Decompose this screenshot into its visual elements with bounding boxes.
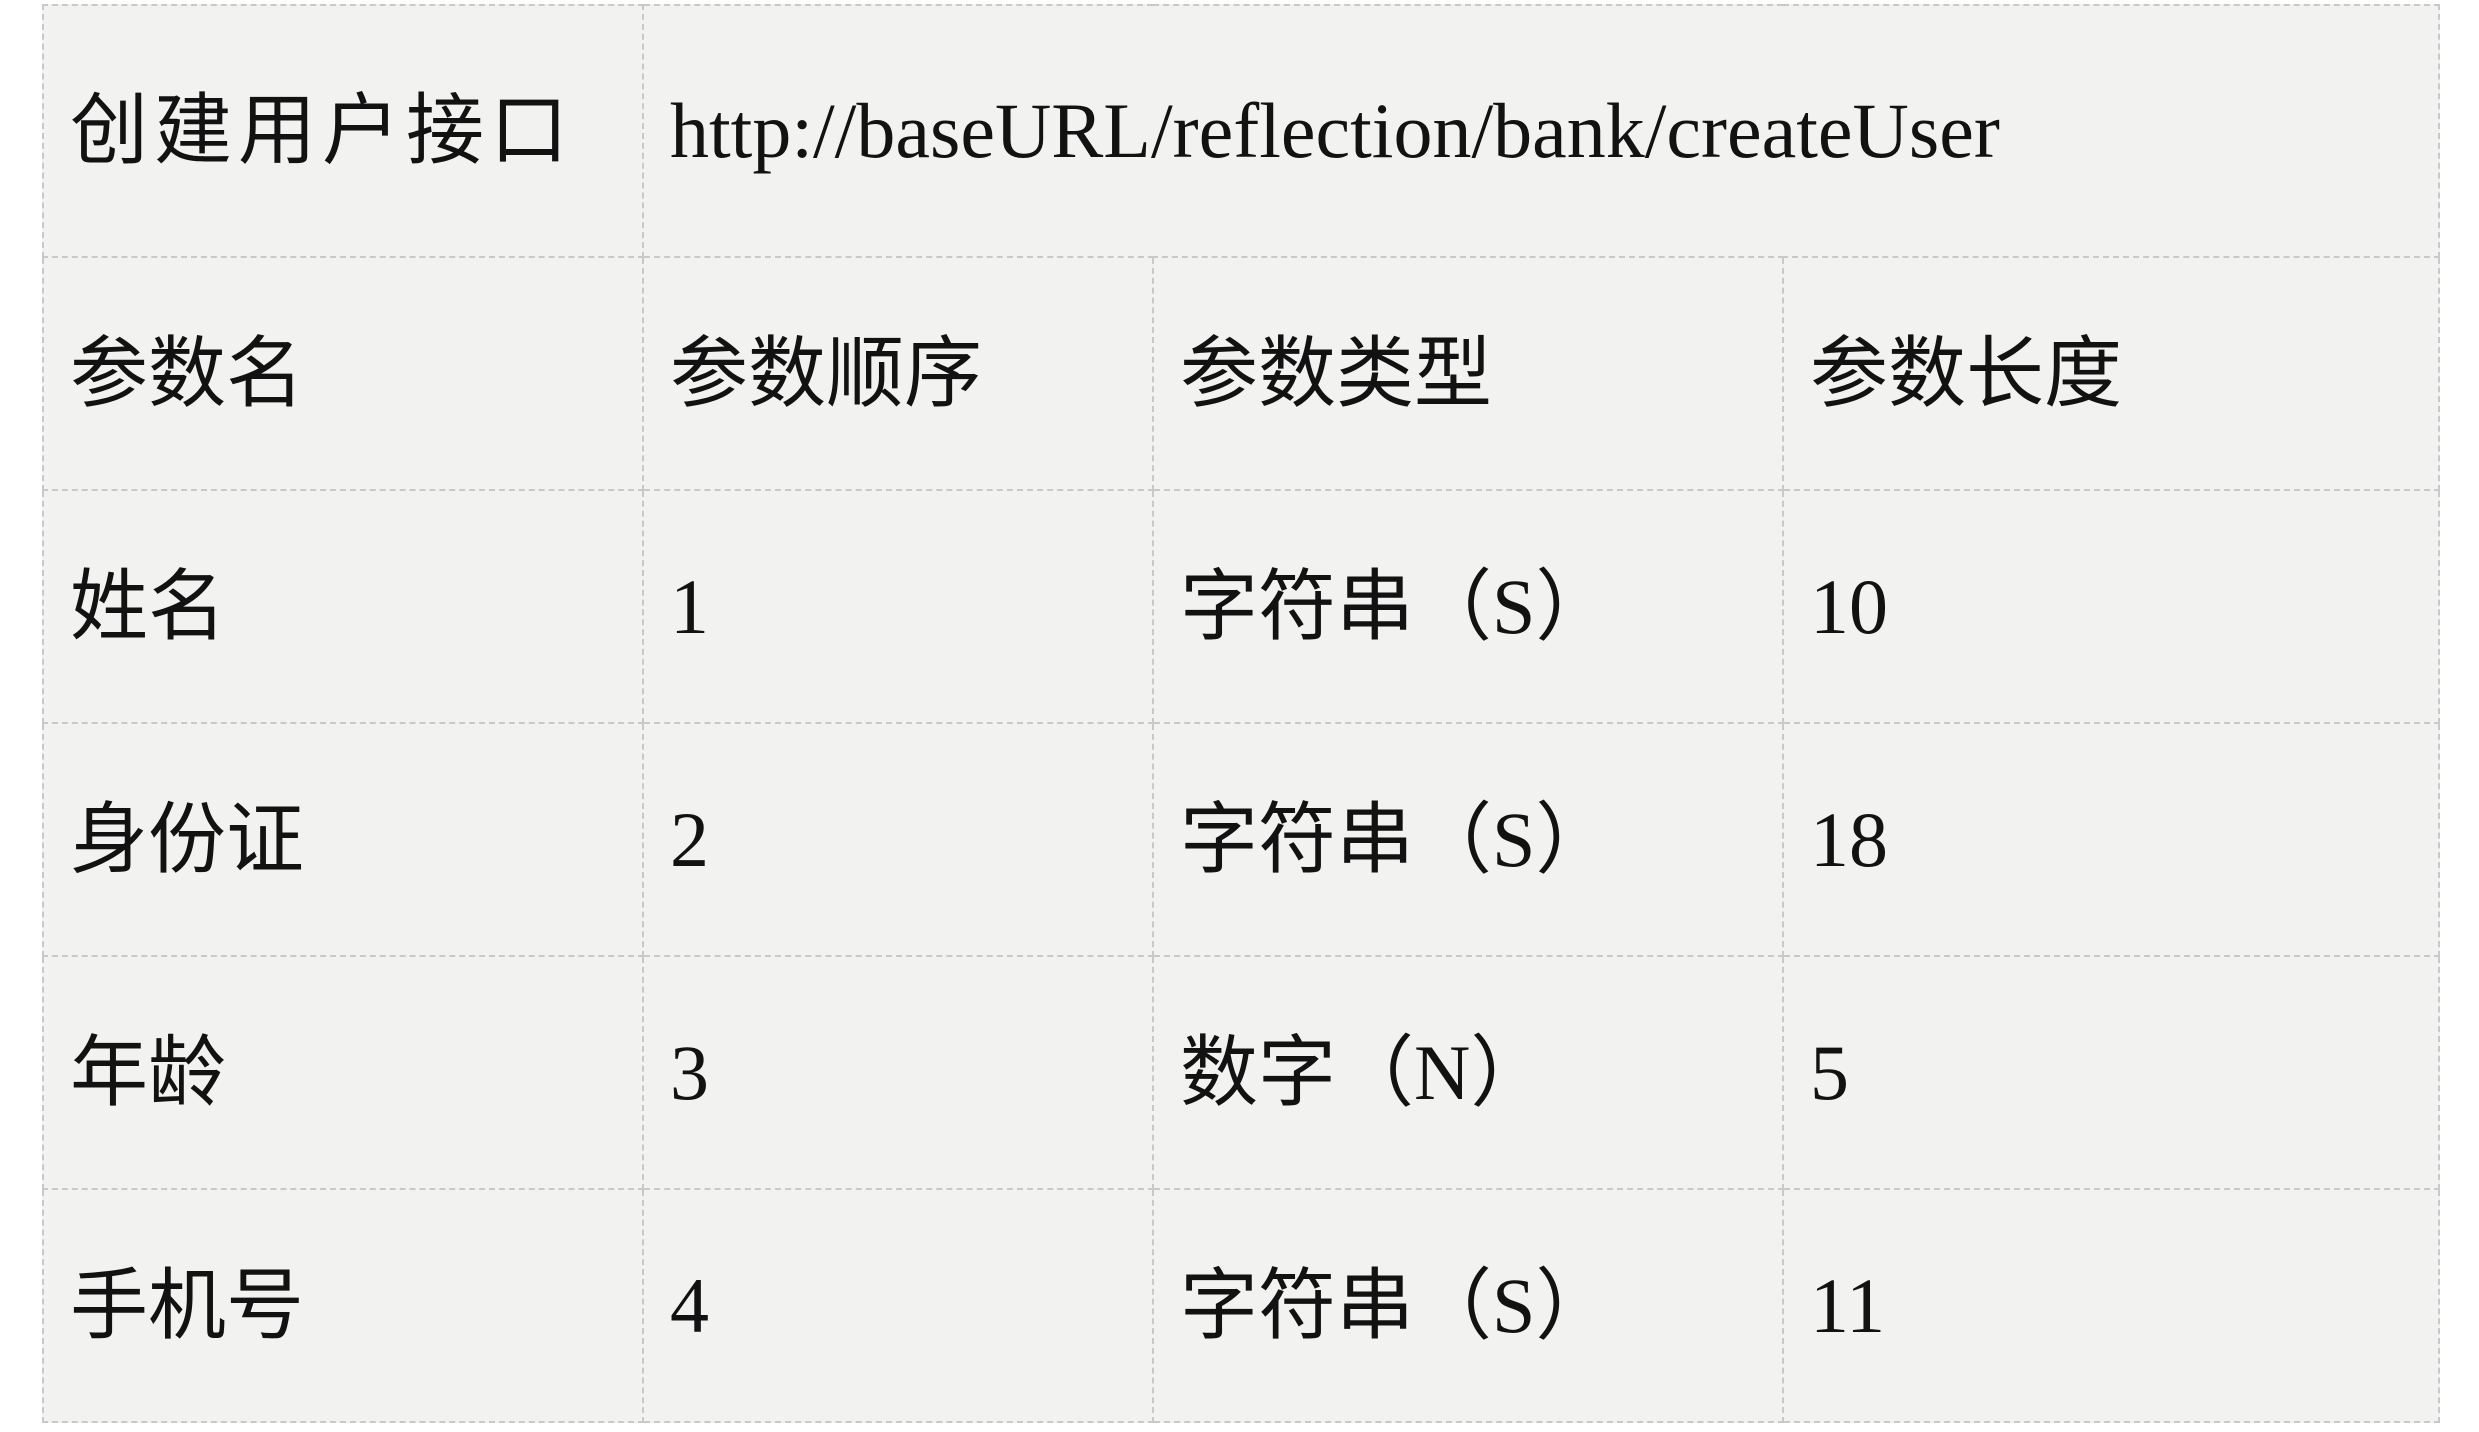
table-row: 年龄 3 数字（N） 5 — [42, 955, 2440, 1190]
cell-param-length: 11 — [1782, 1188, 2440, 1423]
cell-param-type: 字符串（S） — [1152, 722, 1784, 957]
table-header-row: 参数名 参数顺序 参数类型 参数长度 — [42, 256, 2440, 491]
header-param-name: 参数名 — [42, 256, 644, 491]
cell-param-order: 1 — [642, 489, 1154, 724]
table-row: 身份证 2 字符串（S） 18 — [42, 722, 2440, 957]
cell-param-length: 5 — [1782, 955, 2440, 1190]
api-name-cell: 创建用户接口 — [42, 4, 644, 258]
header-param-type: 参数类型 — [1152, 256, 1784, 491]
cell-param-order: 3 — [642, 955, 1154, 1190]
cell-param-type: 数字（N） — [1152, 955, 1784, 1190]
api-parameter-table: 创建用户接口 http://baseURL/reflection/bank/cr… — [42, 4, 2440, 1423]
cell-param-name: 年龄 — [42, 955, 644, 1190]
table-row: 姓名 1 字符串（S） 10 — [42, 489, 2440, 724]
cell-param-name: 姓名 — [42, 489, 644, 724]
header-param-order: 参数顺序 — [642, 256, 1154, 491]
cell-param-length: 10 — [1782, 489, 2440, 724]
api-url-cell: http://baseURL/reflection/bank/createUse… — [642, 4, 2440, 258]
cell-param-name: 身份证 — [42, 722, 644, 957]
cell-param-type: 字符串（S） — [1152, 1188, 1784, 1423]
cell-param-order: 2 — [642, 722, 1154, 957]
table-row: 手机号 4 字符串（S） 11 — [42, 1188, 2440, 1423]
api-title-row: 创建用户接口 http://baseURL/reflection/bank/cr… — [42, 4, 2440, 258]
header-param-length: 参数长度 — [1782, 256, 2440, 491]
cell-param-type: 字符串（S） — [1152, 489, 1784, 724]
cell-param-order: 4 — [642, 1188, 1154, 1423]
cell-param-length: 18 — [1782, 722, 2440, 957]
cell-param-name: 手机号 — [42, 1188, 644, 1423]
